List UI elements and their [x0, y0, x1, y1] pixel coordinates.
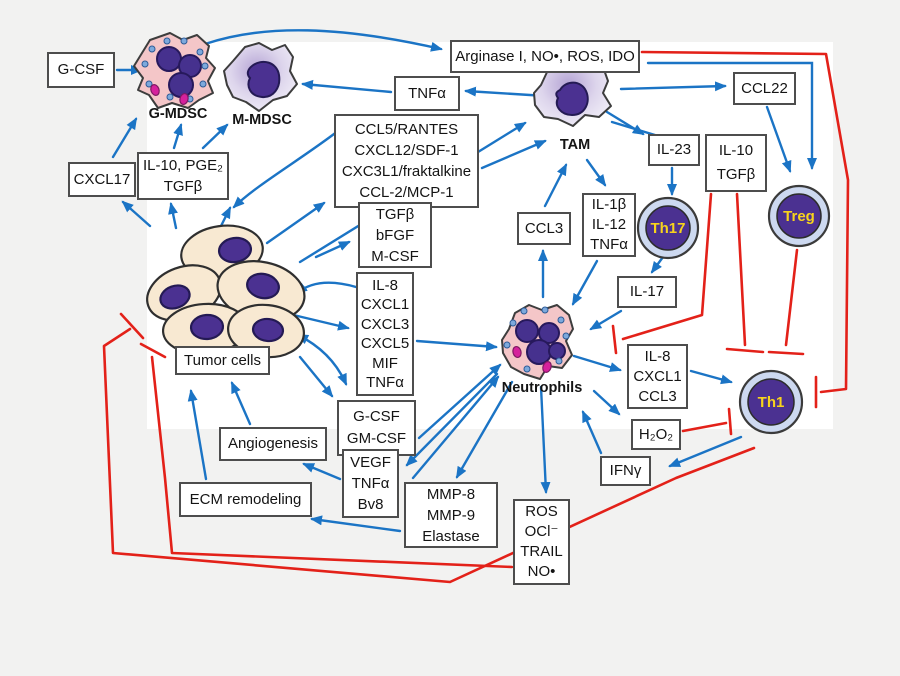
- gmdsc-granule-dots: [141, 37, 209, 103]
- th1-label: Th1: [758, 394, 785, 411]
- arrow-tam-to-ccl22: [619, 81, 727, 92]
- arrow-cxcl17-to-gmdsc: [111, 117, 138, 159]
- inhibition-lines: [102, 50, 850, 584]
- arrow-mmp-to-ecm: [310, 515, 402, 533]
- arrow-tnfa-to-mmdsc: [301, 79, 393, 94]
- arrow-lower-to-neutrophils: [411, 375, 500, 480]
- box-gcsf-gmcsf: G-CSF GM-CSF: [337, 400, 416, 456]
- g-mdsc-label: G-MDSC: [148, 106, 208, 122]
- arrow-factors-to-tumor: [295, 281, 358, 295]
- neutrophil-cell: [501, 304, 574, 380]
- th1-cell: Th1: [738, 369, 804, 435]
- neutrophil-granule-dots: [503, 306, 570, 373]
- inhibit-cap-il10-neutrophils: [611, 324, 618, 355]
- inhibit-th1-to-tumor: [102, 327, 756, 584]
- arrow-chemokines-to-tumor: [232, 129, 340, 209]
- treg-cell: Treg: [767, 184, 831, 248]
- th17-label: Th17: [650, 220, 685, 237]
- arrow-ecm-to-tumor: [187, 389, 208, 481]
- arrow-arginase-to-treg: [646, 61, 817, 170]
- arrow-vegf-to-angiogenesis: [302, 462, 342, 481]
- box-gcsf: G-CSF: [47, 52, 115, 88]
- box-il23: IL-23: [648, 134, 700, 166]
- arrow-angiogenesis-to-tumor: [230, 381, 252, 426]
- tam-label: TAM: [559, 137, 591, 153]
- arrow-tumor-to-il10pge2: [168, 202, 178, 230]
- box-il17: IL-17: [617, 276, 677, 308]
- arrow-il17-to-neutrophils: [589, 309, 623, 331]
- arrow-neutrophils-to-chemo: [572, 354, 622, 372]
- arrow-il10pge2-to-mmdsc: [201, 123, 229, 150]
- arrow-il10pge2-to-gmdsc: [172, 123, 183, 150]
- arrow-tam-to-tnfa: [464, 86, 548, 98]
- box-cxcl17: CXCL17: [68, 162, 136, 197]
- arrow-tumor-to-cxcl17: [121, 200, 152, 228]
- box-tumor-cells-label: Tumor cells: [175, 346, 270, 375]
- arrow-il1b-to-neutrophils: [571, 259, 599, 306]
- arrow-csf-to-neutrophils: [417, 363, 502, 440]
- box-il1b-il12-tnfa: IL-1β IL-12 TNFα: [582, 193, 636, 257]
- box-arginase: Arginase I, NO•, ROS, IDO: [450, 40, 640, 73]
- box-ccl22: CCL22: [733, 72, 796, 105]
- arrow-ccl3-to-tam: [543, 163, 568, 208]
- box-ccl3: CCL3: [517, 212, 571, 245]
- arrow-tam-to-il1b: [585, 158, 607, 187]
- box-neutrophil-chemokines: IL-8 CXCL1 CCL3: [627, 344, 688, 409]
- box-tnfa: TNFα: [394, 76, 460, 111]
- box-angiogenesis: Angiogenesis: [219, 427, 327, 461]
- arrow-tumor-factors-double: [296, 333, 348, 386]
- inhibit-cap-h2o2-th1: [727, 407, 733, 436]
- box-vegf-tnfa-bv8: VEGF TNFα Bv8: [342, 449, 399, 518]
- box-mmp-elastase: MMP-8 MMP-9 Elastase: [404, 482, 498, 548]
- tam-cell: [533, 56, 612, 127]
- arrow-th1-to-ifng: [668, 435, 743, 468]
- inhibit-cap-th1-tumor: [119, 312, 145, 340]
- m-mdsc-cell: [223, 42, 298, 112]
- inhibit-h2o2-to-th1: [681, 421, 728, 433]
- inhibit-cap-il10-th1: [725, 347, 765, 354]
- inhibit-il10tgfb-to-neutrophils: [621, 192, 713, 341]
- inhibit-il10tgfb-to-th1: [735, 192, 747, 347]
- arrow-neutrophils-to-h2o2: [592, 389, 621, 416]
- arrow-neutrophils-to-mmp: [455, 380, 514, 479]
- box-h2o2: H₂O₂: [631, 419, 681, 450]
- box-growth-factors: TGFβ bFGF M-CSF: [358, 202, 432, 268]
- th17-cell: Th17: [636, 196, 700, 260]
- m-mdsc-label: M-MDSC: [232, 112, 292, 128]
- arrow-tumor-to-chemokines: [265, 201, 326, 245]
- box-ros-ocl-trail-no: ROS OCl⁻ TRAIL NO•: [513, 499, 570, 585]
- arrow-ccl22-to-treg: [765, 105, 792, 173]
- box-il10-tgfb: IL-10 TGFβ: [705, 134, 767, 192]
- arrow-th17-to-il17: [650, 255, 665, 274]
- arrow-chemo-to-th1: [689, 369, 733, 385]
- box-ecm-remodeling: ECM remodeling: [179, 482, 312, 517]
- box-ifng: IFNγ: [600, 456, 651, 486]
- tumor-cell-cluster: [146, 224, 306, 359]
- inhibit-cap-treg-th1: [767, 350, 805, 356]
- box-chemokines: CCL5/RANTES CXCL12/SDF-1 CXC3L1/fraktalk…: [334, 114, 479, 208]
- inhibit-arginase-to-th1: [640, 50, 850, 394]
- arrow-ifng-to-neutrophils: [581, 410, 603, 455]
- neutrophils-label: Neutrophils: [501, 380, 583, 396]
- arrow-chemokines-to-tam: [480, 139, 547, 170]
- arrow-tumor-to-growth: [314, 240, 351, 259]
- box-il10-pge2: IL-10, PGE₂ TGFβ: [137, 152, 229, 200]
- box-tumor-factors: IL-8 CXCL1 CXCL3 CXCL5 MIF TNFα: [356, 272, 414, 396]
- arrow-mdsc-to-arginase: [203, 29, 443, 52]
- arrow-factors-to-neutrophils: [415, 339, 498, 352]
- g-mdsc-cell: [133, 32, 216, 109]
- treg-label: Treg: [783, 208, 815, 225]
- arrow-tumor-to-csf: [298, 355, 334, 398]
- inhibit-ros-to-tumor: [150, 355, 514, 569]
- inhibit-treg-to-th1: [784, 248, 799, 347]
- arrow-neutrophils-to-vegf: [405, 372, 499, 467]
- inhibit-cap-ros-tumor: [139, 342, 167, 359]
- arrow-neutrophils-to-ros: [539, 385, 551, 494]
